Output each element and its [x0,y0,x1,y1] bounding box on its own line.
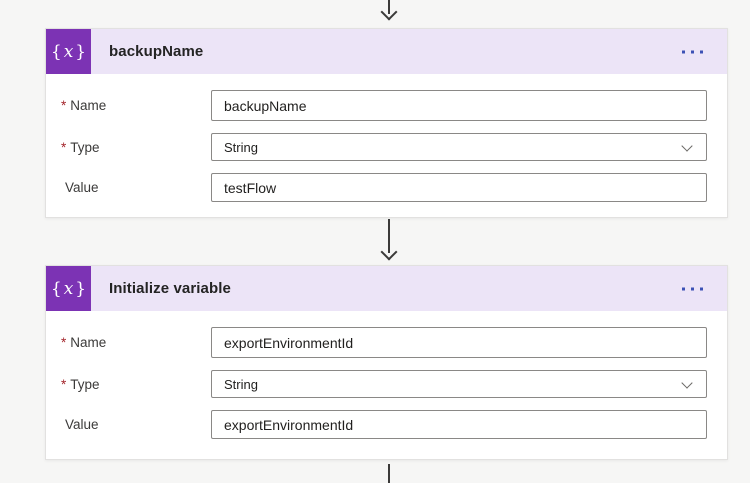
connector-line [388,464,390,483]
type-label: *Type [61,139,100,155]
field-row-type: *Type String [61,133,707,161]
action-card-header[interactable]: {x} backupName [46,29,727,74]
connector-line [388,0,390,14]
type-dropdown[interactable]: String [211,370,707,398]
action-card-initialize-variable: {x} Initialize variable *Name *Type Stri… [45,265,728,460]
variable-action-icon: {x} [46,266,91,311]
ellipsis-icon [691,287,694,290]
field-row-value: Value [61,410,707,439]
required-marker: * [61,98,67,113]
more-actions-button[interactable] [680,281,705,296]
value-input[interactable] [211,410,707,439]
action-title: Initialize variable [109,280,231,297]
ellipsis-icon [700,287,703,290]
name-label: *Name [61,98,107,113]
type-dropdown-value: String [224,139,258,155]
connector-arrowhead [380,243,398,261]
action-title: backupName [109,43,204,60]
ellipsis-icon [682,50,685,53]
ellipsis-icon [682,287,685,290]
required-marker: * [61,335,67,350]
action-card-body: *Name *Type String Value [46,74,727,202]
value-input[interactable] [211,173,707,202]
more-actions-button[interactable] [680,44,705,59]
action-card-header[interactable]: {x} Initialize variable [46,266,727,311]
value-label: Value [65,417,99,432]
icon-brace-open: { [50,41,62,62]
type-label: *Type [61,376,100,392]
connector-line [388,219,390,253]
chevron-down-icon [681,377,693,389]
ellipsis-icon [691,50,694,53]
action-card-backupname: {x} backupName *Name *Type String V [45,28,728,218]
chevron-down-icon [681,140,693,152]
ellipsis-icon [700,50,703,53]
type-dropdown[interactable]: String [211,133,707,161]
action-card-body: *Name *Type String Value [46,311,727,439]
field-row-type: *Type String [61,370,707,398]
name-input[interactable] [211,90,707,121]
type-dropdown-value: String [224,376,258,392]
variable-action-icon: {x} [46,29,91,74]
field-row-value: Value [61,173,707,202]
field-row-name: *Name [61,327,707,358]
name-input[interactable] [211,327,707,358]
icon-x: x [63,41,74,62]
icon-brace-close: } [75,278,87,299]
required-marker: * [61,139,67,155]
icon-brace-close: } [75,41,87,62]
icon-x: x [63,278,74,299]
value-label: Value [65,180,99,195]
connector-arrowhead [380,3,398,21]
required-marker: * [61,376,67,392]
field-row-name: *Name [61,90,707,121]
icon-brace-open: { [50,278,62,299]
name-label: *Name [61,335,107,350]
